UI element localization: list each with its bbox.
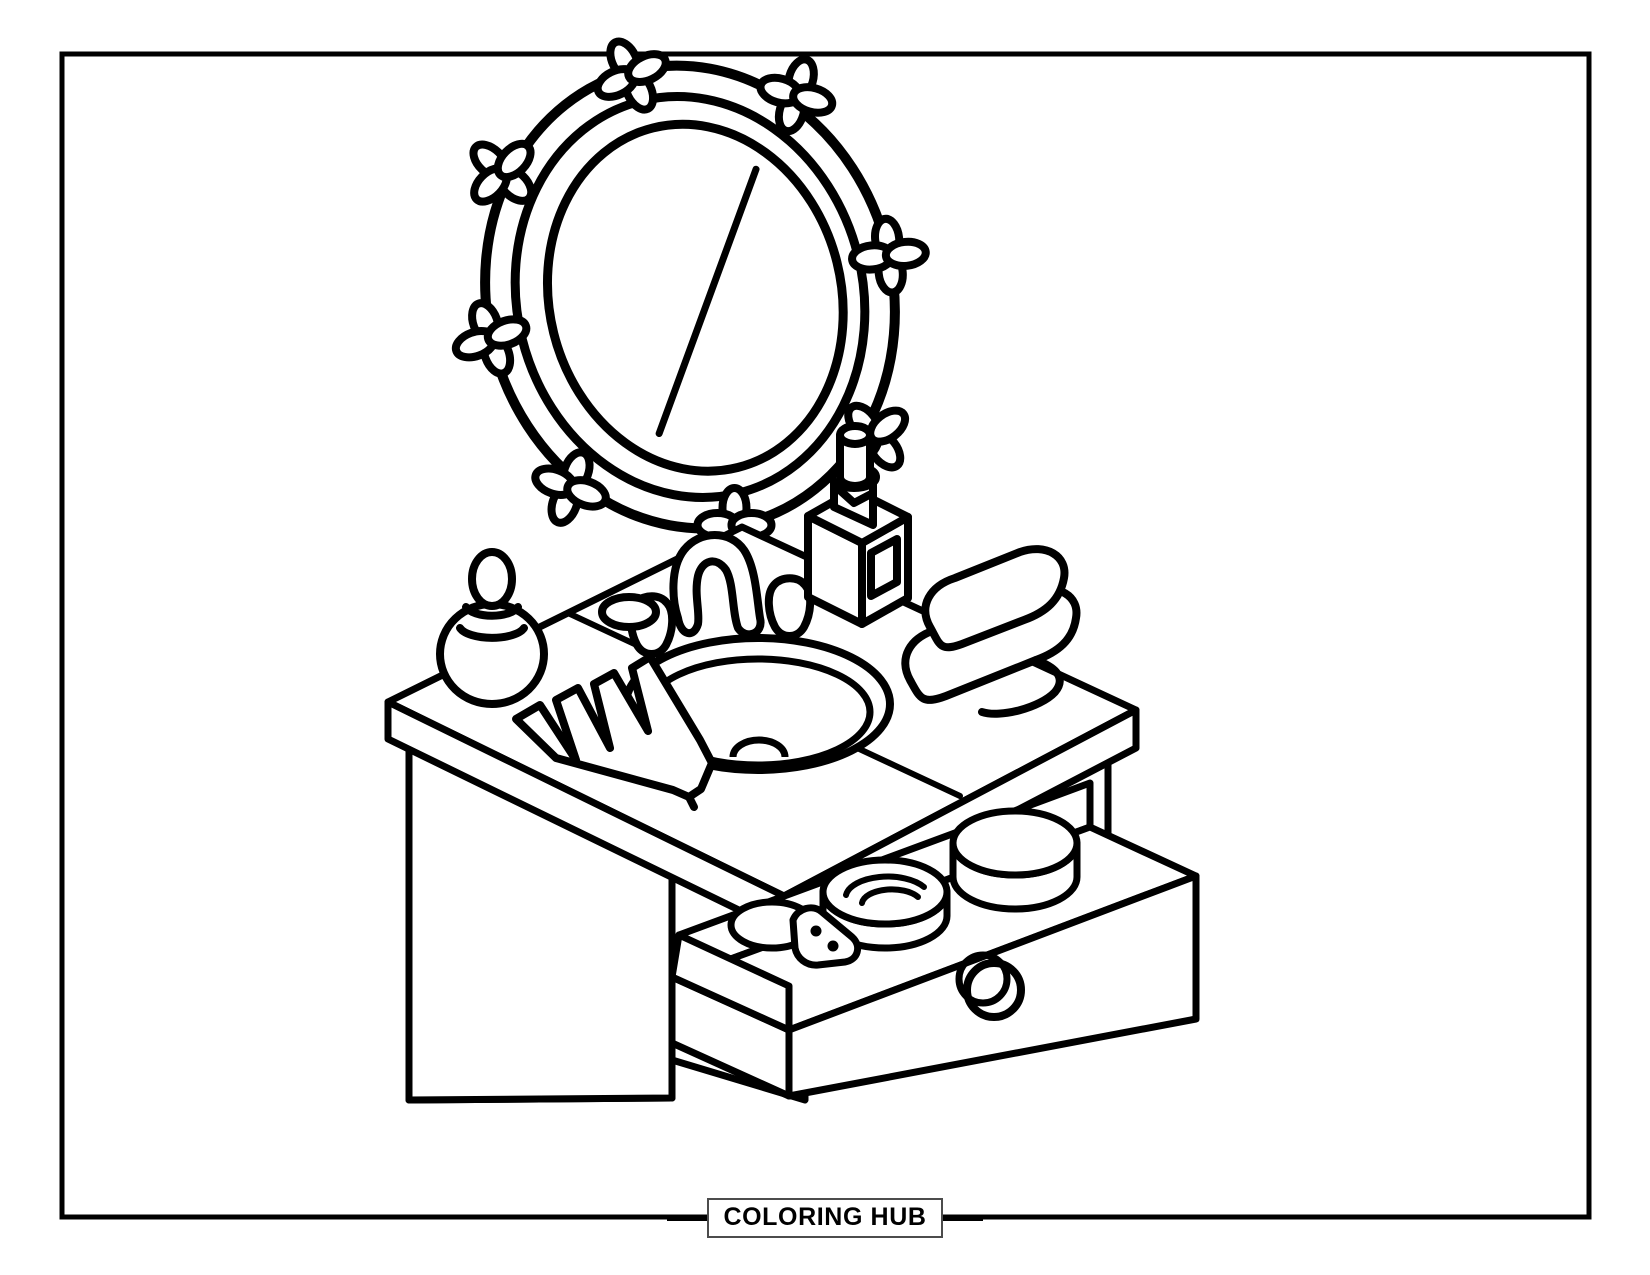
drawer-left-side: [668, 931, 793, 1034]
perfume-round-collar-2: [462, 603, 522, 620]
drawer-compact-large: [949, 807, 1081, 913]
faucet: [598, 531, 815, 658]
drawer-front-band: [786, 1016, 1199, 1099]
drawer-contents: [727, 807, 1081, 969]
towel-upper-roll: [921, 545, 1069, 652]
oval-mirror: [451, 37, 930, 567]
spray-nozzle-top: [836, 422, 874, 448]
perfume-round-collar-1: [456, 624, 528, 642]
faucet-knob: [598, 593, 660, 631]
drawer-dotted-item: [789, 904, 862, 969]
drawer-knob[interactable]: [955, 951, 1025, 1021]
towel-tail-fold: [978, 656, 1064, 718]
hair-comb: [512, 653, 716, 811]
perfume-bottle-round: [436, 548, 548, 708]
mirror-flowers: [451, 37, 930, 567]
mirror-highlight: [655, 165, 760, 438]
folded-towel: [901, 545, 1081, 718]
spray-nozzle: [836, 431, 874, 490]
sink-drain: [729, 736, 789, 758]
faucet-handle-right: [764, 574, 815, 640]
mirror-glass: [542, 119, 848, 476]
perfume-round-stopper: [468, 548, 516, 610]
perfume-bottle-square: [804, 422, 912, 628]
spray-label: [867, 535, 901, 600]
drawer-compact-small: [819, 856, 951, 952]
faucet-spout: [669, 531, 765, 639]
comb-handle: [685, 793, 698, 811]
